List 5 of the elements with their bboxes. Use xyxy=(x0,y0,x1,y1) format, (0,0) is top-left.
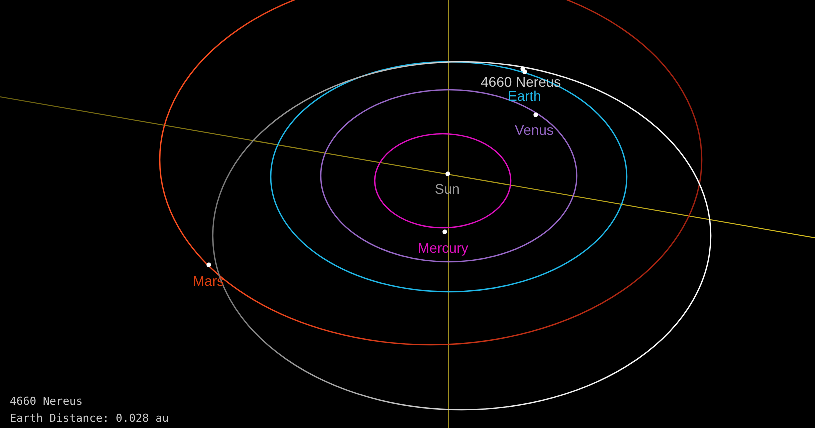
planet-label: Mars xyxy=(193,273,224,289)
planet-label: Earth xyxy=(508,88,542,104)
info-text: Earth Distance: 0.028 au xyxy=(10,411,169,427)
planet-label: Venus xyxy=(515,122,554,138)
info-text: 4660 Nereus xyxy=(10,394,83,410)
